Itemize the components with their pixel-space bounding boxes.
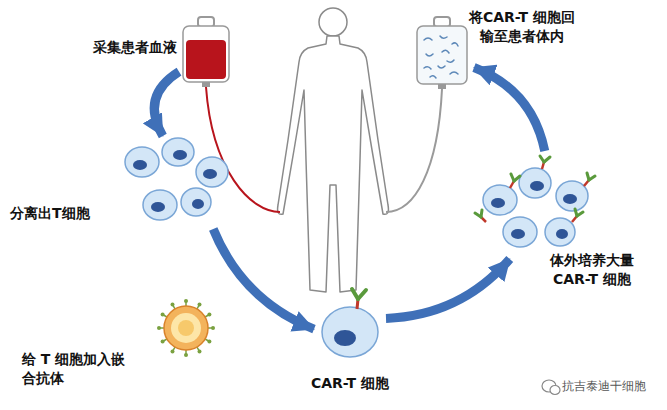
wechat-icon: [542, 380, 560, 395]
stage-node: 分离出T细胞: [118, 140, 230, 225]
stage-node: 将CAR-T 细胞回 输至患者体内: [415, 22, 470, 87]
virus-vector: [157, 299, 215, 357]
human-figure: [278, 8, 389, 292]
flow-arrow: [213, 229, 314, 329]
blood-bag: [183, 17, 229, 87]
watermark: 抗吉泰迪干细胞: [562, 378, 646, 395]
stage-label: 体外培养大量 CAR-T 细胞: [536, 251, 648, 289]
car-t-cell: [322, 289, 378, 357]
stage-label: 采集患者血液: [91, 38, 177, 57]
infusion-bag: [417, 17, 467, 89]
stage-label: 分离出T细胞: [10, 204, 110, 223]
t-cells: [125, 138, 228, 220]
flow-arrow: [474, 68, 545, 152]
flow-arrow: [386, 259, 510, 318]
stage-node: CAR-T 细胞: [318, 286, 382, 358]
stage-node: 体外培养大量 CAR-T 细胞: [476, 155, 601, 255]
stage-label: CAR-T 细胞: [290, 374, 410, 393]
stage-label: 将CAR-T 细胞回 输至患者体内: [461, 8, 583, 46]
flow-arrow: [154, 72, 179, 136]
stage-node: 采集患者血液: [183, 22, 229, 84]
stage-node: 给 T 细胞加入嵌 合抗体: [160, 300, 214, 356]
stage-label: 给 T 细胞加入嵌 合抗体: [22, 350, 148, 388]
tubes: [206, 87, 442, 212]
car-t-cluster: [475, 156, 595, 247]
